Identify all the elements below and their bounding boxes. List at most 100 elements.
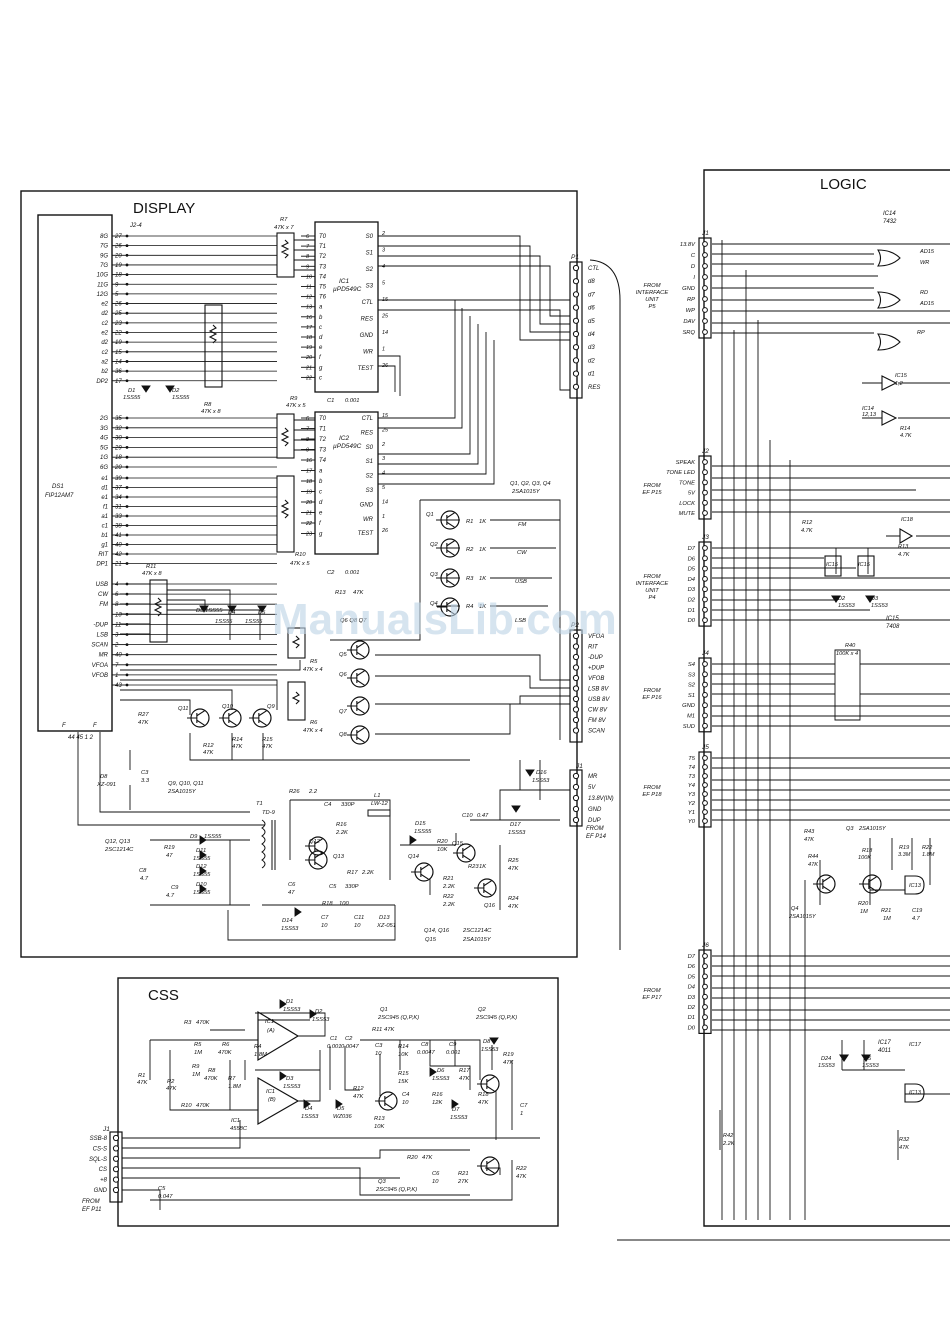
component-label: C1 [330, 1036, 337, 1042]
ic15-ref: IC15 [886, 616, 899, 622]
component-label: R19 [899, 845, 909, 851]
component-label: R22 [516, 1166, 527, 1172]
component-label: FM [518, 522, 527, 528]
ic-pin-number: 17 [306, 469, 313, 475]
component-label: C5 [158, 1186, 166, 1192]
component-label: 4.7 [166, 893, 175, 899]
ds1-pin-f-right: F [93, 723, 97, 729]
ds1-pin-number: 1 [115, 673, 118, 679]
ds1-pin-number: 14 [115, 359, 122, 365]
component-label: R1 [138, 1073, 145, 1079]
component-label: 47K x 5 [290, 561, 310, 567]
connector-pin-label: Y4 [688, 783, 695, 789]
ds1-pin-signal: e1 [101, 476, 108, 482]
ds1-pin-number: 31 [115, 505, 122, 511]
connector-pin-label: D1 [688, 608, 695, 614]
ds1-pin-number: 26 [114, 302, 122, 308]
ds1-pin-number: 37 [115, 486, 122, 492]
component-label: Q1 [426, 512, 434, 518]
connector-source: EF P16 [642, 695, 662, 701]
ic-pin-name: T3 [319, 448, 327, 454]
ic-pin-name: b [319, 479, 323, 485]
css-diodes [279, 999, 499, 1109]
connector-source: FROM [643, 988, 660, 994]
transistor-q1 [437, 510, 460, 530]
component-label: D10 [196, 882, 207, 888]
ic-pin-name: c [319, 325, 322, 331]
junction-dot [125, 244, 129, 248]
display-transformer [261, 809, 391, 870]
transistor-q16 [474, 878, 497, 898]
component-label: D8 [483, 1039, 491, 1045]
component-label: 10 [354, 923, 361, 929]
connector-ref: J1 [701, 230, 709, 237]
ic-pin-name: c [319, 375, 322, 381]
css-j1-from-1: FROM [82, 1199, 100, 1205]
component-label: 12K [432, 1100, 443, 1106]
transistor-q9 [249, 708, 272, 728]
component-label: C8 [421, 1042, 429, 1048]
connector-pin-label: GND [94, 1188, 108, 1194]
connector-pin [572, 805, 580, 813]
junction-dot [125, 683, 129, 687]
component-label: 47K x 5 [286, 403, 306, 409]
ds1-pin-signal: VFOA [92, 663, 108, 669]
display-j1-ref: J1 [575, 763, 583, 770]
junction-dot [125, 455, 129, 459]
component-label: D5 [258, 610, 266, 616]
component-label: 2SA1015Y [788, 914, 817, 920]
ic-pin-name: a [319, 469, 323, 475]
connector-pin [572, 695, 580, 703]
component-label: 0.0047 [417, 1050, 436, 1056]
ds1-pin-signal: e2 [101, 302, 108, 308]
ds1-pin-number: 8 [115, 602, 119, 608]
transistor-q8 [347, 725, 370, 745]
display-frame [20, 190, 578, 958]
ds1-pin-number: 35 [115, 416, 122, 422]
ic-pin-name: WR [363, 517, 374, 523]
component-label: D11 [196, 848, 206, 854]
component-label: R9 [290, 396, 298, 402]
component-label: C19 [912, 908, 922, 914]
component-label: R11 [372, 1027, 382, 1033]
display-wiring [77, 235, 570, 941]
component-label: 2.2 [308, 789, 318, 795]
ds1-pin-number: 21 [114, 562, 122, 568]
connector-pin-label: DAV [683, 319, 696, 325]
connector-pin-label: d5 [588, 319, 595, 325]
component-label: R13 [335, 590, 346, 596]
component-label: 1K [479, 576, 487, 582]
connector-ref: J5 [701, 744, 709, 751]
component-label: R24 [508, 896, 519, 902]
ic-pin-name: T0 [319, 416, 327, 422]
css-transistors [375, 1074, 500, 1176]
component-label: 1SS53 [818, 1063, 836, 1069]
component-label: R18 [478, 1092, 489, 1098]
component-label: R21 [458, 1171, 469, 1177]
logic-labels: AD15WRRDAD15RPIC151,2IC1412,13R144.7KR12… [722, 249, 935, 1151]
logic-section-title: LOGIC [820, 176, 867, 193]
ic-pin-number: 6 [306, 234, 310, 240]
component-label: 0.001 [327, 1044, 342, 1050]
component-label: 1SS53 [283, 1084, 301, 1090]
ds1-pin-signal: 10G [97, 273, 109, 279]
ic-pin-name: T1 [319, 244, 326, 250]
transistor-q10 [219, 708, 242, 728]
display-j1-from-2: EF P14 [586, 834, 607, 840]
component-label: Q9 [267, 704, 276, 710]
component-label: D15 [415, 821, 426, 827]
ic-pin-number: 9 [306, 264, 309, 270]
junction-dot [125, 476, 129, 480]
component-label: 470K [196, 1020, 211, 1026]
junction-dot [125, 552, 129, 556]
ic-pin-name: S2 [366, 267, 374, 273]
component-label: 0.001 [446, 1050, 461, 1056]
component-label: 2SA1015Y [462, 937, 492, 943]
component-label: R26 [289, 789, 300, 795]
connector-ref: J2 [701, 448, 709, 455]
component-label: 47K [899, 1145, 909, 1151]
connector-pin-label: GND [588, 807, 602, 813]
component-label: R42 [723, 1133, 734, 1139]
